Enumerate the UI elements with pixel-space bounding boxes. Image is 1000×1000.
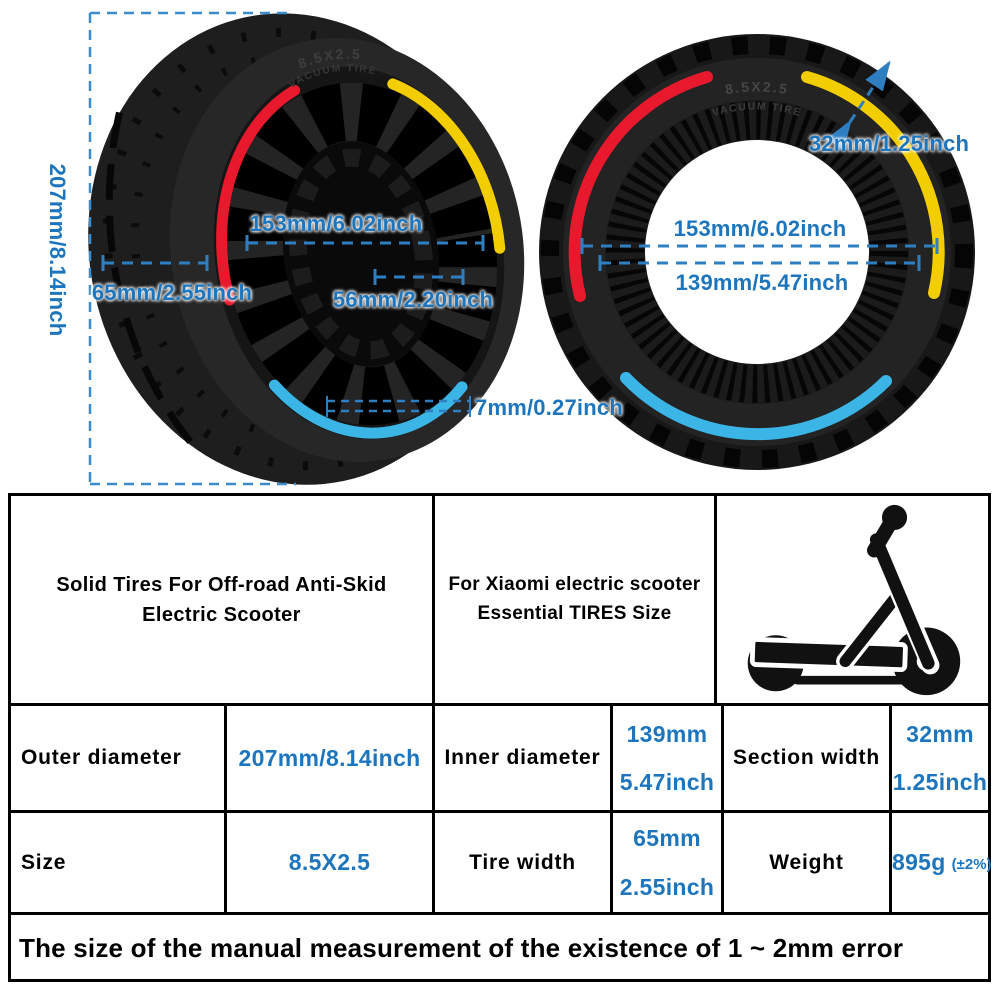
cell-weight-label: Weight bbox=[721, 813, 889, 912]
scooter-deck bbox=[749, 636, 908, 672]
section-width-label: Section width bbox=[733, 746, 880, 769]
label-inner-153-left: 153mm/6.02inch bbox=[249, 211, 423, 236]
right-tire-bore-hole bbox=[645, 140, 869, 364]
cell-outer-diameter-label: Outer diameter bbox=[11, 706, 224, 810]
outer-diameter-value: 207mm/8.14inch bbox=[238, 744, 421, 771]
table-header-row: Solid Tires For Off-road Anti-Skid Elect… bbox=[11, 496, 988, 703]
table-row-2: Size 8.5X2.5 Tire width 65mm 2.55inch We… bbox=[11, 810, 992, 912]
inner-diameter-value: 139mm 5.47inch bbox=[619, 720, 715, 795]
tire-diagrams: 8.5X2.5 VACUUM TIRE bbox=[0, 0, 1000, 493]
section-width-value: 32mm 1.25inch bbox=[892, 720, 988, 795]
dimension-lines bbox=[101, 60, 939, 417]
size-value: 8.5X2.5 bbox=[288, 849, 371, 875]
right-tire-ribs bbox=[606, 101, 908, 403]
spec-table: Solid Tires For Off-road Anti-Skid Elect… bbox=[8, 493, 992, 982]
tire-width-value: 65mm 2.55inch bbox=[619, 825, 715, 900]
product-subtitle: For Xiaomi electric scooter Essential TI… bbox=[448, 574, 701, 624]
left-tire-honeycomb bbox=[224, 82, 498, 426]
cell-weight-value: 895g (±2%) bbox=[889, 813, 992, 912]
scooter-handlebar bbox=[866, 516, 897, 558]
table-note-row: The size of the manual measurement of th… bbox=[11, 912, 988, 982]
weight-value: 895g bbox=[892, 849, 946, 875]
header-cell-subtitle: For Xiaomi electric scooter Essential TI… bbox=[432, 496, 714, 703]
left-red-stripe-arc bbox=[216, 84, 301, 306]
label-tread-depth-7: 7mm/0.27inch bbox=[475, 395, 623, 420]
label-section-width-32: 32mm/1.25inch bbox=[808, 131, 970, 156]
tire-illustrations: 8.5X2.5 VACUUM TIRE bbox=[88, 11, 975, 486]
outer-diameter-label: Outer diameter bbox=[21, 746, 182, 769]
label-tire-width-65: 65mm/2.55inch bbox=[91, 280, 253, 305]
header-cell-product-title: Solid Tires For Off-road Anti-Skid Elect… bbox=[11, 496, 432, 703]
right-tire-tread-blocks bbox=[541, 36, 973, 468]
cell-section-width-label: Section width bbox=[721, 706, 889, 810]
label-outer-153-right: 153mm/6.02inch bbox=[673, 216, 847, 241]
cell-size-value: 8.5X2.5 bbox=[224, 813, 432, 912]
svg-text:8.5X2.5: 8.5X2.5 bbox=[724, 78, 790, 97]
scooter-deck-underbar bbox=[792, 675, 909, 685]
cell-outer-diameter-value: 207mm/8.14inch bbox=[224, 706, 432, 810]
left-tire-bounding-dashes bbox=[88, 11, 296, 486]
weight-label: Weight bbox=[769, 850, 844, 874]
header-cell-scooter bbox=[714, 496, 988, 703]
tire-width-label: Tire width bbox=[469, 850, 576, 874]
label-slot-width-56: 56mm/2.20inch bbox=[332, 287, 494, 312]
scooter-strut bbox=[838, 591, 901, 667]
dim-line-32mm-diagonal bbox=[826, 60, 891, 151]
label-outer-diameter-207: 207mm/8.14inch bbox=[45, 163, 70, 337]
scooter-handle-ball bbox=[881, 504, 907, 530]
table-row-1: Outer diameter 207mm/8.14inch Inner diam… bbox=[11, 703, 988, 810]
left-cyan-stripe-arc bbox=[268, 379, 468, 439]
left-yellow-stripe-arc bbox=[387, 78, 506, 254]
scooter-icon bbox=[717, 496, 988, 703]
cell-section-width-value: 32mm 1.25inch bbox=[889, 706, 988, 810]
cell-tire-width-value: 65mm 2.55inch bbox=[610, 813, 721, 912]
label-inner-diameter-139: 139mm/5.47inch bbox=[675, 270, 849, 295]
scooter-stem bbox=[869, 532, 935, 670]
right-sidewall-marking-size: 8.5X2.5 bbox=[724, 78, 788, 97]
size-label: Size bbox=[21, 850, 67, 874]
weight-tolerance: (±2%) bbox=[951, 856, 992, 873]
right-cyan-stripe-arc bbox=[620, 372, 892, 441]
cell-size-label: Size bbox=[11, 813, 224, 912]
cell-inner-diameter-label: Inner diameter bbox=[432, 706, 610, 810]
right-red-stripe-arc bbox=[568, 71, 713, 302]
product-title: Solid Tires For Off-road Anti-Skid Elect… bbox=[56, 573, 387, 626]
inner-diameter-label: Inner diameter bbox=[444, 746, 601, 769]
measurement-disclaimer: The size of the manual measurement of th… bbox=[19, 933, 904, 963]
cell-inner-diameter-value: 139mm 5.47inch bbox=[610, 706, 721, 810]
cell-tire-width-label: Tire width bbox=[432, 813, 610, 912]
